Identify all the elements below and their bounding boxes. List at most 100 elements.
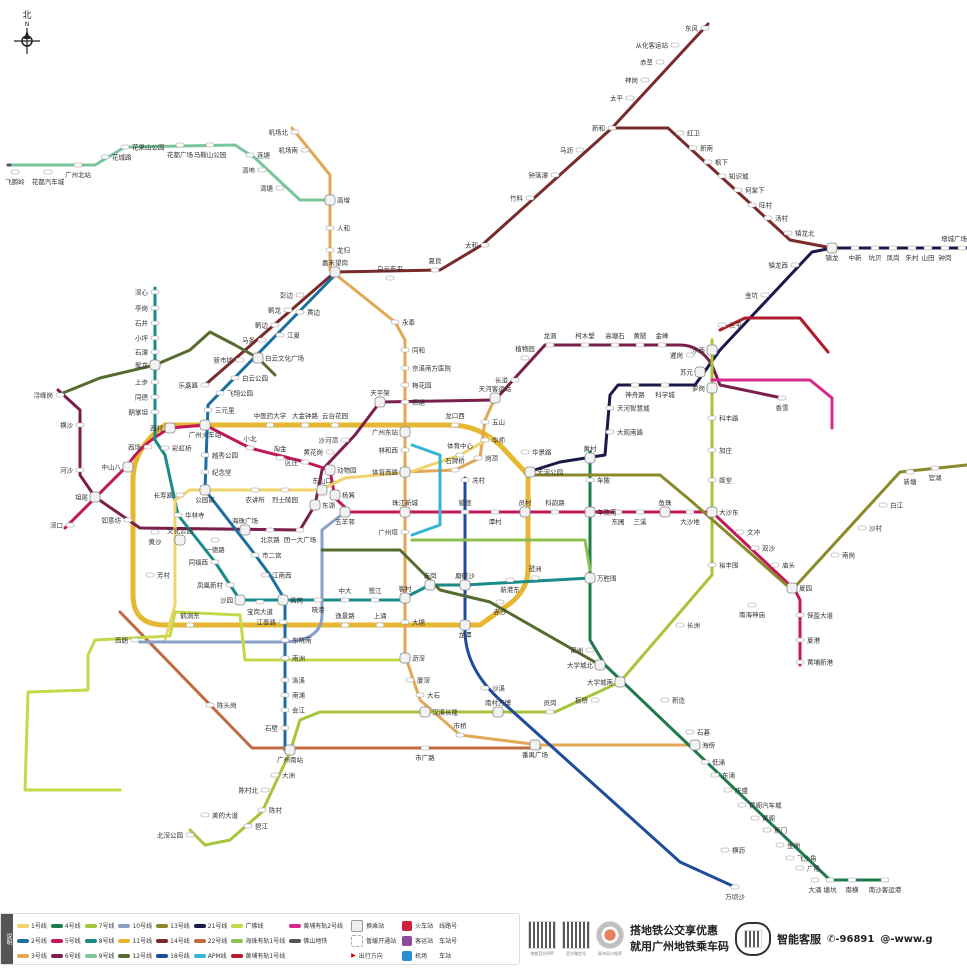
station-marker-icon[interactable] bbox=[295, 527, 305, 533]
station-marker-icon[interactable] bbox=[455, 732, 465, 738]
station-marker-icon[interactable] bbox=[870, 245, 880, 251]
station-marker-icon[interactable] bbox=[923, 245, 933, 251]
station-marker-icon[interactable] bbox=[257, 337, 267, 343]
station-marker-icon[interactable] bbox=[340, 622, 350, 628]
metro-line-18[interactable] bbox=[463, 476, 737, 889]
interchange-station-icon[interactable] bbox=[284, 744, 296, 756]
station-marker-icon[interactable] bbox=[150, 305, 160, 311]
station-marker-icon[interactable] bbox=[590, 697, 600, 703]
station-marker-icon[interactable] bbox=[290, 129, 300, 135]
station-marker-icon[interactable] bbox=[260, 572, 270, 578]
station-marker-icon[interactable] bbox=[325, 247, 335, 253]
station-marker-icon[interactable] bbox=[707, 562, 717, 568]
station-marker-icon[interactable] bbox=[330, 422, 340, 428]
station-marker-icon[interactable] bbox=[280, 637, 290, 643]
station-marker-icon[interactable] bbox=[260, 787, 270, 793]
metro-line-gf[interactable] bbox=[23, 610, 407, 792]
station-marker-icon[interactable] bbox=[747, 202, 757, 208]
station-marker-icon[interactable] bbox=[733, 187, 743, 193]
station-marker-icon[interactable] bbox=[777, 395, 787, 401]
station-marker-icon[interactable] bbox=[250, 552, 260, 558]
station-marker-icon[interactable] bbox=[613, 509, 623, 515]
station-marker-icon[interactable] bbox=[460, 477, 470, 483]
station-marker-icon[interactable] bbox=[480, 437, 490, 443]
station-marker-icon[interactable] bbox=[390, 319, 400, 325]
station-marker-icon[interactable] bbox=[230, 375, 240, 381]
station-marker-icon[interactable] bbox=[280, 707, 290, 713]
interchange-station-icon[interactable] bbox=[489, 392, 501, 404]
station-marker-icon[interactable] bbox=[675, 130, 685, 136]
station-marker-icon[interactable] bbox=[295, 309, 305, 315]
station-marker-icon[interactable] bbox=[245, 152, 255, 158]
station-marker-icon[interactable] bbox=[957, 245, 967, 251]
station-marker-icon[interactable] bbox=[550, 172, 560, 178]
station-marker-icon[interactable] bbox=[730, 884, 740, 890]
station-marker-icon[interactable] bbox=[150, 394, 160, 400]
station-marker-icon[interactable] bbox=[723, 787, 733, 793]
interchange-station-icon[interactable] bbox=[399, 652, 411, 664]
interchange-station-icon[interactable] bbox=[659, 506, 671, 518]
station-marker-icon[interactable] bbox=[775, 842, 785, 848]
metro-line-2[interactable] bbox=[203, 273, 337, 752]
metro-line-11[interactable] bbox=[130, 422, 531, 628]
station-marker-icon[interactable] bbox=[455, 452, 465, 458]
station-marker-icon[interactable] bbox=[605, 429, 615, 435]
station-marker-icon[interactable] bbox=[450, 422, 460, 428]
station-marker-icon[interactable] bbox=[300, 147, 310, 153]
interchange-station-icon[interactable] bbox=[584, 572, 596, 584]
station-marker-icon[interactable] bbox=[660, 697, 670, 703]
station-marker-icon[interactable] bbox=[825, 877, 835, 883]
station-marker-icon[interactable] bbox=[340, 597, 350, 603]
interchange-station-icon[interactable] bbox=[277, 594, 289, 606]
station-marker-icon[interactable] bbox=[270, 772, 280, 778]
interchange-station-icon[interactable] bbox=[174, 534, 186, 546]
station-marker-icon[interactable] bbox=[400, 347, 410, 353]
interchange-station-icon[interactable] bbox=[584, 452, 596, 464]
station-marker-icon[interactable] bbox=[275, 455, 285, 461]
station-marker-icon[interactable] bbox=[795, 659, 805, 665]
station-marker-icon[interactable] bbox=[245, 445, 255, 451]
station-marker-icon[interactable] bbox=[790, 262, 800, 268]
station-marker-icon[interactable] bbox=[907, 245, 917, 251]
station-marker-icon[interactable] bbox=[737, 802, 747, 808]
station-marker-icon[interactable] bbox=[762, 827, 772, 833]
station-marker-icon[interactable] bbox=[150, 349, 160, 355]
interchange-station-icon[interactable] bbox=[424, 579, 436, 591]
qr-app[interactable]: 地铁官方APP bbox=[528, 921, 556, 957]
station-marker-icon[interactable] bbox=[400, 529, 410, 535]
station-marker-icon[interactable] bbox=[173, 512, 183, 518]
station-marker-icon[interactable] bbox=[265, 527, 275, 533]
station-marker-icon[interactable] bbox=[580, 342, 590, 348]
metro-line-apm[interactable] bbox=[410, 443, 442, 537]
station-marker-icon[interactable] bbox=[370, 597, 380, 603]
metro-line-13[interactable] bbox=[526, 463, 967, 592]
station-marker-icon[interactable] bbox=[175, 142, 185, 148]
interchange-station-icon[interactable] bbox=[374, 396, 386, 408]
station-marker-icon[interactable] bbox=[430, 267, 440, 273]
station-marker-icon[interactable] bbox=[763, 215, 773, 221]
station-marker-icon[interactable] bbox=[300, 422, 310, 428]
interchange-station-icon[interactable] bbox=[492, 706, 504, 718]
metro-line-hp1[interactable] bbox=[718, 316, 830, 354]
station-marker-icon[interactable] bbox=[400, 399, 410, 405]
station-marker-icon[interactable] bbox=[530, 575, 540, 581]
station-marker-icon[interactable] bbox=[243, 823, 253, 829]
interchange-station-icon[interactable] bbox=[529, 739, 541, 751]
qr-miniprogram[interactable]: 乘车码小程序 bbox=[596, 921, 624, 957]
station-marker-icon[interactable] bbox=[405, 677, 415, 683]
station-marker-icon[interactable] bbox=[520, 355, 530, 361]
interchange-station-icon[interactable] bbox=[614, 676, 626, 688]
interchange-station-icon[interactable] bbox=[706, 382, 718, 394]
station-marker-icon[interactable] bbox=[495, 599, 505, 605]
station-marker-icon[interactable] bbox=[520, 449, 530, 455]
station-marker-icon[interactable] bbox=[280, 655, 290, 661]
station-marker-icon[interactable] bbox=[280, 487, 290, 493]
interchange-station-icon[interactable] bbox=[706, 506, 718, 518]
station-marker-icon[interactable] bbox=[265, 422, 275, 428]
station-marker-icon[interactable] bbox=[717, 173, 727, 179]
station-marker-icon[interactable] bbox=[610, 342, 620, 348]
interchange-station-icon[interactable] bbox=[199, 419, 211, 431]
station-marker-icon[interactable] bbox=[160, 445, 170, 451]
station-marker-icon[interactable] bbox=[707, 447, 717, 453]
station-marker-icon[interactable] bbox=[750, 815, 760, 821]
